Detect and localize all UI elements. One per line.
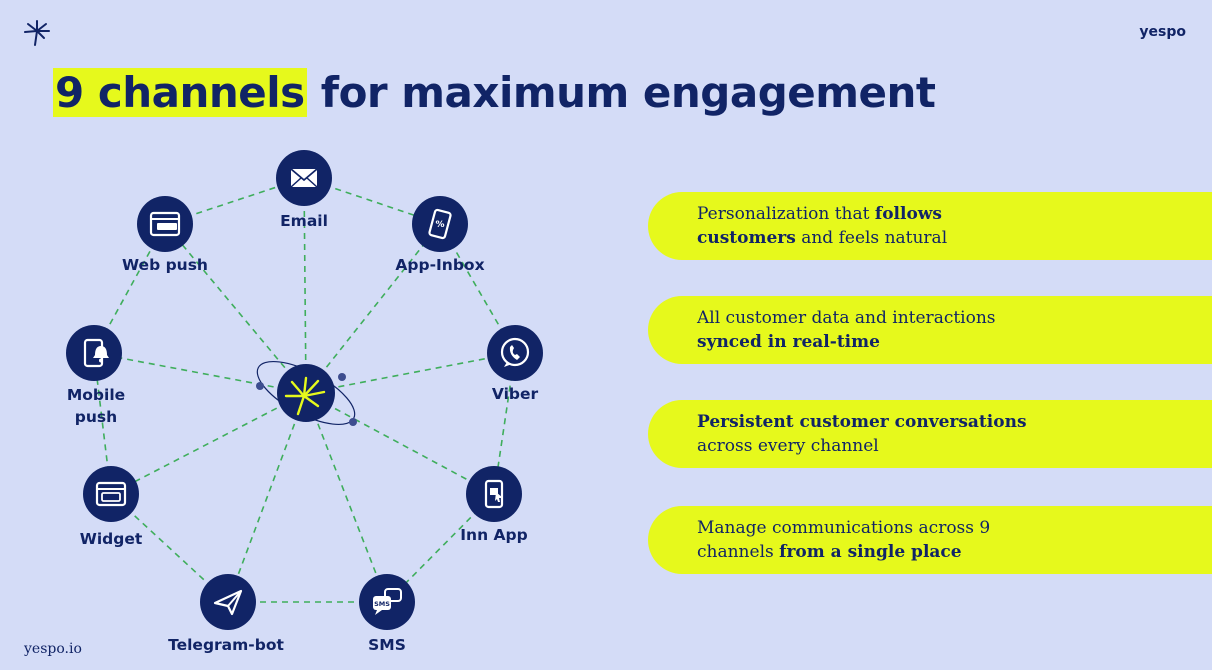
spoke-line [110,392,307,495]
widget-window-icon [95,481,127,507]
viber-icon [500,337,530,367]
in-app-icon [484,479,504,509]
svg-text:SMS: SMS [374,600,390,608]
channel-node-circle [200,574,256,630]
channel-label-line2: push [75,408,117,426]
channel-label: Email [280,212,328,230]
mobile-bell-icon [83,338,109,368]
spoke-line [305,392,388,603]
channel-label: Telegram-bot [168,636,284,654]
channel-label: Inn App [460,526,527,544]
channel-label: Mobile [67,386,125,404]
spoke-line [164,223,307,394]
spoke-line [305,352,516,394]
spoke-line [93,352,307,394]
page-title: 9 channels for maximum engagement [53,66,936,120]
channel-node-widget: Widget [80,466,143,548]
channel-node-circle [487,325,543,381]
spoke-line [305,392,495,495]
channel-node-circle [412,196,468,252]
hub-logo-icon [284,376,326,416]
channel-node-telegram-bot: Telegram-bot [168,574,284,654]
footer-url[interactable]: yespo.io [24,641,82,657]
channel-node-viber: Viber [487,325,543,403]
svg-text:%: % [435,220,444,230]
channel-node-circle [66,325,122,381]
channel-label: Web push [122,256,208,274]
title-highlight: 9 channels [53,68,307,117]
channel-label: Widget [80,530,143,548]
channel-label: SMS [368,636,406,654]
browser-window-icon [149,211,181,237]
diagram-spokes [93,177,516,603]
spoke-line [227,392,307,603]
channel-label: Viber [492,385,539,403]
yespo-logo-icon [24,20,50,46]
channel-node-circle [83,466,139,522]
paper-plane-icon [213,589,243,616]
channel-node-sms: SMS SMS [359,574,415,654]
brand-name[interactable]: yespo [1139,24,1186,40]
channel-node-email: Email [276,150,332,230]
hub-node [256,360,357,426]
channel-node-web-push: Web push [122,196,208,274]
channel-node-inn-app: Inn App [460,466,528,544]
spoke-line [303,177,307,394]
channel-node-app-inbox: % App-Inbox [395,196,485,274]
sms-chat-icon: SMS [373,588,402,615]
envelope-icon [290,168,318,188]
title-rest: for maximum engagement [306,68,936,117]
channel-node-mobile: Mobile push [66,325,125,426]
phone-inbox-icon: % [428,208,452,240]
spoke-line [305,223,441,394]
channel-label: App-Inbox [395,256,484,274]
